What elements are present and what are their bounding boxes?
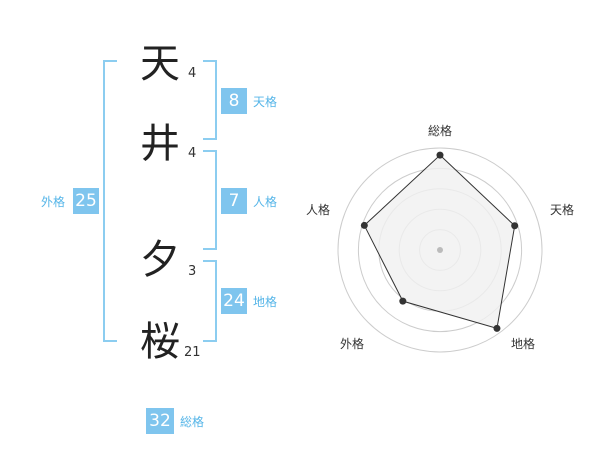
stroke-count-2: 4 (188, 146, 197, 161)
radar-label-tenkaku: 天格 (550, 203, 575, 217)
radar-center-dot (437, 247, 443, 253)
chikaku-label: 地格 (253, 295, 278, 309)
radar-label-gaikaku: 外格 (340, 337, 365, 351)
gaikaku-bracket (103, 60, 117, 342)
tenkaku-value: 8 (221, 88, 247, 114)
radar-point-4 (399, 297, 407, 305)
radar-point-2 (511, 222, 519, 230)
radar-grid-ring (337, 147, 543, 353)
gaikaku-value: 25 (73, 188, 99, 214)
name-char-1: 天 (140, 41, 180, 87)
chikaku-value: 24 (221, 288, 247, 314)
stroke-count-4: 21 (184, 345, 201, 360)
name-char-3: 夕 (140, 237, 180, 283)
radar-label-jinkaku: 人格 (306, 203, 331, 217)
soukaku-label: 総格 (180, 415, 205, 429)
tenkaku-bracket (203, 60, 217, 140)
tenkaku-label: 天格 (253, 95, 278, 109)
name-char-2: 井 (140, 121, 180, 167)
jinkaku-label: 人格 (253, 195, 278, 209)
name-char-4: 桜 (140, 319, 180, 365)
radar-label-chikaku: 地格 (511, 337, 536, 351)
radar-point-5 (360, 221, 368, 229)
radar-point-3 (493, 324, 501, 332)
soukaku-value: 32 (146, 408, 174, 434)
radar-polygon (363, 154, 516, 330)
jinkaku-bracket (203, 150, 217, 250)
jinkaku-value: 7 (221, 188, 247, 214)
stroke-count-1: 4 (188, 66, 197, 81)
radar-point-1 (436, 151, 444, 159)
radar-label-soukaku: 総格 (428, 124, 453, 138)
chikaku-bracket (203, 260, 217, 342)
gaikaku-label: 外格 (41, 195, 66, 209)
stroke-count-3: 3 (188, 264, 197, 279)
